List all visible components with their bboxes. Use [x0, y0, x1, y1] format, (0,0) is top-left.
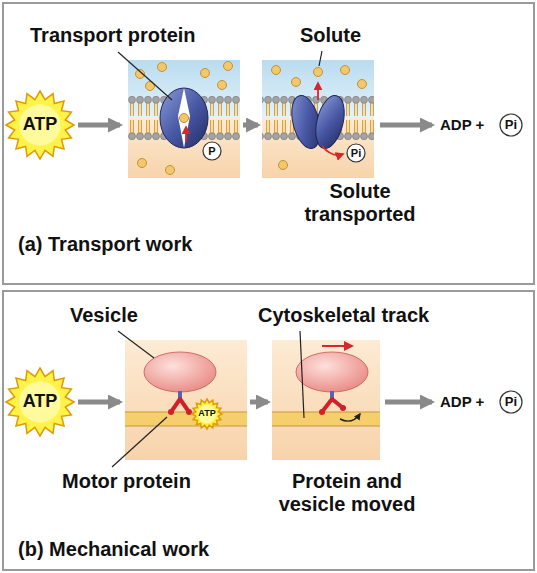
motor-image [296, 352, 368, 392]
motor-image [340, 414, 360, 421]
node-text: ATP [23, 392, 58, 412]
solute-particle [218, 81, 227, 90]
star-shape [6, 368, 74, 436]
node-text: Pi [505, 395, 517, 409]
solute-particle [341, 66, 350, 75]
circle-shape [347, 144, 365, 162]
solute-particle [272, 66, 367, 170]
leader-line [112, 51, 322, 467]
star-shape [6, 91, 74, 159]
leader-line [118, 331, 154, 358]
transport-protein [178, 88, 190, 148]
star-glow [19, 381, 60, 422]
solute-particle [201, 69, 210, 78]
membrane-image [262, 60, 374, 178]
step-label: Protein and vesicle moved [262, 470, 432, 516]
motor-image [125, 340, 247, 460]
solute-particle [166, 166, 175, 175]
transport-protein [322, 146, 343, 155]
solute-particle [292, 78, 301, 87]
phosphate-circle: P [202, 141, 222, 161]
node-text: P [208, 145, 215, 157]
process-arrow [385, 400, 432, 405]
process-arrow [380, 123, 432, 128]
solute-particle [224, 62, 233, 71]
process-arrow [243, 123, 258, 128]
motor-image [168, 409, 174, 415]
transport-protein [311, 93, 349, 152]
motor-image [272, 412, 380, 426]
step-label: Solute transported [295, 180, 425, 226]
node-text: ATP [23, 115, 58, 135]
process-arrow [250, 400, 268, 405]
star-glow [198, 405, 216, 423]
membrane-image [128, 60, 240, 178]
solute-particle [314, 68, 323, 77]
leader-line [112, 417, 167, 467]
panel-caption: (b) Mechanical work [18, 538, 209, 560]
phosphate-circle: Pi [499, 113, 523, 137]
motor-image [272, 340, 380, 460]
transport-protein [287, 83, 349, 155]
part-label: Motor protein [62, 470, 191, 493]
motor-image [272, 340, 380, 460]
solute-particle [138, 159, 147, 168]
motor-image [125, 425, 247, 426]
circle-shape [500, 114, 522, 136]
leader-line [319, 51, 322, 66]
star-glow [19, 104, 60, 145]
motor-image [125, 412, 247, 426]
motor-image [319, 409, 325, 415]
solute-particle [136, 62, 233, 175]
motor-image [322, 399, 343, 412]
motor-image [272, 411, 380, 412]
atp-star: ATP [5, 90, 75, 160]
motor-image [125, 340, 247, 460]
leader-line [118, 52, 172, 100]
atp-star: ATP [5, 367, 75, 437]
phosphate-circle: Pi [346, 143, 366, 163]
process-arrow [78, 123, 120, 128]
circle-shape [203, 142, 221, 160]
motor-image [340, 405, 346, 411]
solute-particle [158, 63, 167, 72]
part-label: Transport protein [30, 24, 196, 47]
part-label: Cytoskeletal track [258, 304, 429, 327]
transport-protein [160, 88, 208, 148]
node-text: Pi [505, 118, 517, 132]
phosphate-circle: Pi [499, 390, 523, 414]
solute-particle [279, 161, 288, 170]
transport-protein [180, 114, 189, 123]
process-arrow [78, 125, 432, 402]
motor-image [272, 425, 380, 426]
circle-shape [500, 391, 522, 413]
motor-image [171, 399, 189, 412]
work-panel: ATP ATP Pi (b) Mechanical work [2, 290, 535, 571]
product-label: ADP + [440, 393, 484, 410]
node-text: Pi [351, 147, 361, 159]
leader-line [300, 331, 304, 418]
solute-particle [272, 66, 281, 75]
process-arrow [78, 400, 120, 405]
transport-protein [317, 83, 319, 100]
product-label: ADP + [440, 116, 484, 133]
motor-image [322, 345, 352, 347]
solute-particle [358, 80, 367, 89]
node-text: ATP [198, 409, 215, 419]
star-shape [192, 399, 222, 429]
atp-star: ATP [191, 398, 223, 430]
transport-protein [160, 88, 208, 148]
panel-caption: (a) Transport work [18, 233, 192, 255]
transport-protein [185, 127, 187, 142]
part-label: Vesicle [70, 304, 138, 327]
motor-image [144, 352, 216, 392]
part-label: Solute [300, 24, 361, 47]
